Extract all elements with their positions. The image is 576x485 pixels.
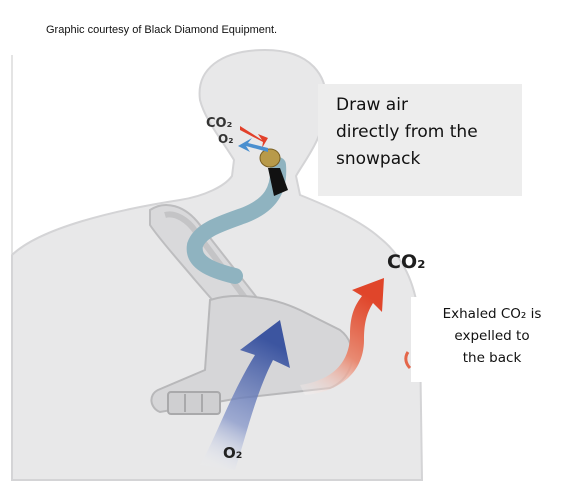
- o2-bottom-label: O₂: [223, 444, 242, 462]
- co2-face-label: CO₂: [206, 116, 232, 131]
- callout-draw-air: Draw air directly from the snowpack: [336, 92, 526, 173]
- waist-buckle: [168, 392, 220, 414]
- callout-exhaled: Exhaled CO₂ is expelled to the back: [418, 303, 566, 369]
- co2-arm-label: CO₂: [387, 251, 425, 273]
- credit-text: Graphic courtesy of Black Diamond Equipm…: [46, 24, 277, 36]
- mouthpiece-valve: [260, 149, 280, 167]
- o2-face-label: O₂: [218, 132, 233, 146]
